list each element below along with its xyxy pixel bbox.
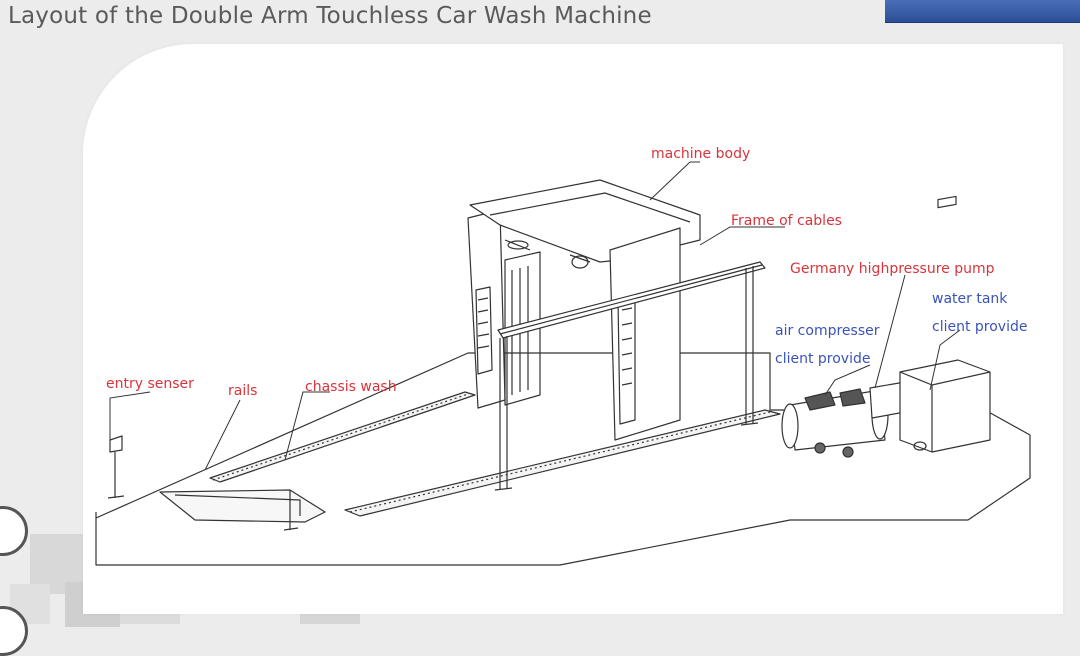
- water-tank: [899, 359, 991, 453]
- label-highpressure-pump: Germany highpressure pump: [790, 261, 995, 277]
- label-water-tank: water tank: [932, 291, 1008, 307]
- header-accent-bar: [885, 0, 1080, 23]
- cable-frame-post-left: [499, 336, 508, 490]
- car-wash-layout-diagram: machine body Frame of cables Germany hig…: [95, 146, 1031, 566]
- label-air-compresser: air compresser: [775, 323, 880, 339]
- wash-arm: [504, 251, 541, 406]
- chassis-wash-plate: [159, 489, 326, 523]
- label-water-tank-note: client provide: [932, 319, 1027, 335]
- label-air-compresser-note: client provide: [775, 351, 870, 367]
- machine-right-column: [609, 227, 681, 441]
- label-frame-of-cables: Frame of cables: [731, 213, 842, 229]
- entry-sensor: [107, 435, 125, 499]
- slide-title: Layout of the Double Arm Touchless Car W…: [8, 3, 652, 29]
- cable-frame-beam: [497, 261, 766, 339]
- label-rails: rails: [228, 383, 257, 399]
- right-rail: [344, 409, 781, 517]
- cable-frame-post-right: [745, 266, 754, 425]
- label-machine-body: machine body: [651, 146, 750, 162]
- label-entry-senser: entry senser: [106, 376, 194, 392]
- label-chassis-wash: chassis wash: [305, 379, 397, 395]
